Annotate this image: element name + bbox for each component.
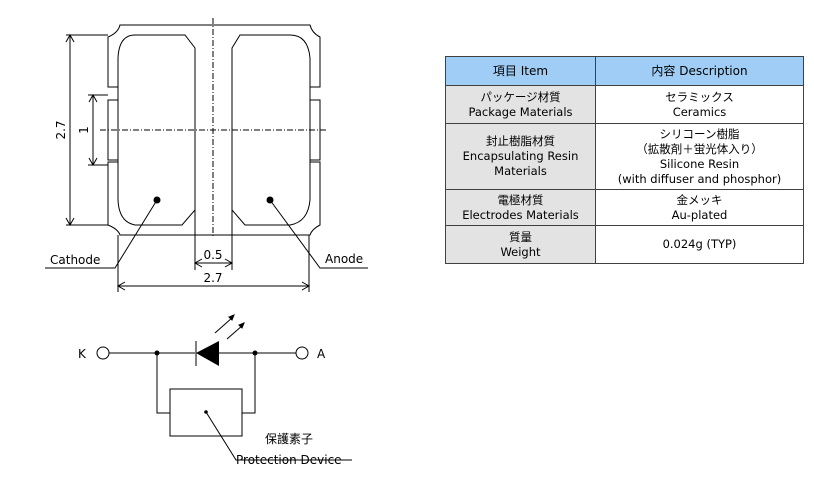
row-desc-package: セラミックス Ceramics bbox=[595, 85, 804, 124]
desc-text: Silicone Resin bbox=[659, 156, 740, 171]
item-text: Weight bbox=[500, 244, 541, 259]
wire-bypass-left bbox=[156, 353, 170, 414]
row-item-package: パッケージ材質 Package Materials bbox=[445, 85, 596, 124]
cathode-marker bbox=[153, 196, 161, 204]
package-outline bbox=[107, 24, 321, 236]
table-row: 封止樹脂材質 Encapsulating Resin Materials シリコ… bbox=[445, 123, 804, 190]
desc-text: (with diffuser and phosphor) bbox=[617, 171, 782, 186]
cathode-leader bbox=[45, 199, 158, 269]
table-row: 電極材質 Electrodes Materials 金メッキ Au-plated bbox=[445, 189, 804, 226]
dim-height-text: 2.7 bbox=[54, 120, 68, 139]
wire-bypass-right bbox=[242, 353, 256, 414]
anode-leader bbox=[269, 199, 368, 269]
row-desc-weight: 0.024g (TYP) bbox=[595, 225, 804, 264]
item-text: Package Materials bbox=[468, 104, 573, 119]
desc-text: 0.024g (TYP) bbox=[662, 237, 737, 251]
row-desc-resin: シリコーン樹脂 （拡散剤＋蛍光体入り） Silicone Resin (with… bbox=[595, 123, 804, 190]
dim-pad-text: 1 bbox=[77, 126, 91, 134]
desc-text: （拡散剤＋蛍光体入り） bbox=[636, 141, 763, 156]
terminal-k-circle bbox=[96, 346, 110, 360]
spec-table: 項目 Item 内容 Description パッケージ材質 Package M… bbox=[445, 56, 804, 264]
item-text: Encapsulating Resin bbox=[462, 149, 579, 163]
item-text: パッケージ材質 bbox=[480, 89, 561, 104]
protection-label-en: Protection Device bbox=[236, 453, 342, 467]
terminal-a-label: A bbox=[317, 347, 326, 361]
protection-marker bbox=[204, 410, 208, 414]
cathode-pad bbox=[107, 34, 196, 226]
led-triangle bbox=[196, 341, 219, 366]
header-item: 項目 Item bbox=[445, 56, 596, 86]
desc-text: 金メッキ bbox=[676, 192, 723, 207]
anode-label: Anode bbox=[325, 252, 363, 266]
dim-gap-text: 0.5 bbox=[203, 248, 222, 262]
desc-text: シリコーン樹脂 bbox=[659, 126, 740, 141]
protection-leader bbox=[205, 411, 352, 461]
desc-text: Au-plated bbox=[671, 207, 728, 222]
item-text: Electrodes Materials bbox=[462, 207, 579, 222]
item-text: 封止樹脂材質 bbox=[486, 134, 555, 148]
cathode-label: Cathode bbox=[50, 253, 100, 267]
row-item-resin: 封止樹脂材質 Encapsulating Resin Materials bbox=[445, 123, 596, 190]
anode-marker bbox=[266, 196, 274, 204]
protection-device-box bbox=[169, 388, 243, 437]
header-description: 内容 Description bbox=[595, 56, 804, 86]
junction-left bbox=[154, 350, 160, 356]
terminal-a-circle bbox=[295, 346, 309, 360]
item-text: 電極材質 bbox=[497, 192, 544, 207]
item-text: Materials bbox=[494, 164, 547, 178]
protection-label-jp: 保護素子 bbox=[265, 431, 313, 446]
desc-text: Ceramics bbox=[672, 104, 727, 119]
table-row: 質量 Weight 0.024g (TYP) bbox=[445, 225, 804, 264]
table-row: パッケージ材質 Package Materials セラミックス Ceramic… bbox=[445, 85, 804, 124]
row-item-weight: 質量 Weight bbox=[445, 225, 596, 264]
item-text: 質量 bbox=[509, 229, 532, 244]
row-desc-electrodes: 金メッキ Au-plated bbox=[595, 189, 804, 226]
desc-text: セラミックス bbox=[665, 89, 734, 104]
emission-arrow-2 bbox=[226, 324, 244, 340]
junction-right bbox=[252, 350, 258, 356]
terminal-k-label: K bbox=[78, 347, 87, 361]
dim-width-text: 2.7 bbox=[203, 271, 222, 285]
spec-table-header: 項目 Item 内容 Description bbox=[445, 56, 804, 86]
emission-arrowheads bbox=[228, 314, 245, 329]
row-item-electrodes: 電極材質 Electrodes Materials bbox=[445, 189, 596, 226]
emission-arrow-1 bbox=[214, 316, 234, 334]
anode-pad bbox=[231, 34, 321, 226]
